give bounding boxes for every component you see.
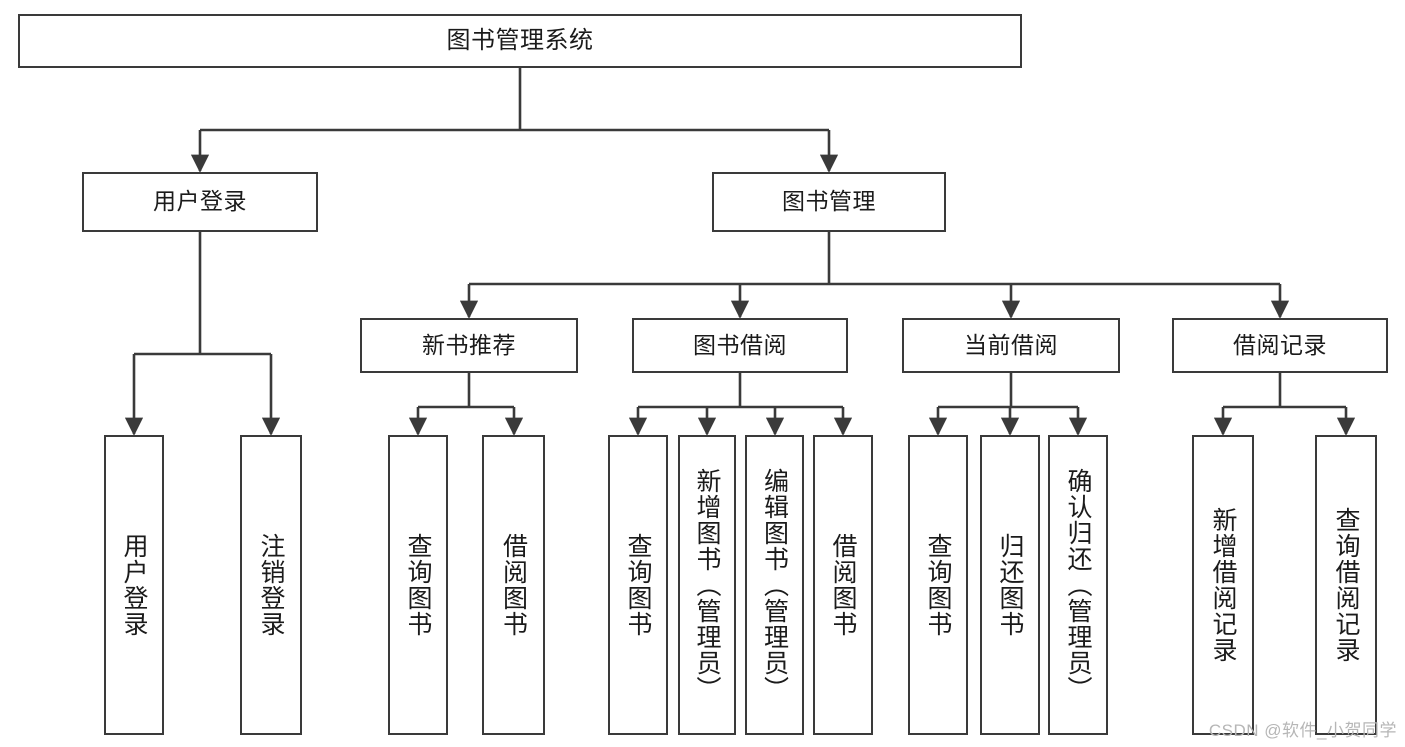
node-n_query[interactable]: 查询图书 <box>388 435 448 735</box>
node-label: 查询图书 <box>404 533 432 637</box>
node-l_login[interactable]: 用户登录 <box>104 435 164 735</box>
node-label: 查询借阅记录 <box>1332 507 1360 663</box>
node-b_borrow[interactable]: 借阅图书 <box>813 435 873 735</box>
node-label: 用户登录 <box>120 533 148 637</box>
node-label: 新增图书（管理员） <box>693 468 721 702</box>
node-label: 用户登录 <box>153 188 247 215</box>
node-c_query[interactable]: 查询图书 <box>908 435 968 735</box>
node-root[interactable]: 图书管理系统 <box>18 14 1022 68</box>
node-label: 查询图书 <box>624 533 652 637</box>
node-label: 图书管理系统 <box>446 26 594 54</box>
node-r_add[interactable]: 新增借阅记录 <box>1192 435 1254 735</box>
node-label: 借阅图书 <box>829 533 857 637</box>
node-newrec[interactable]: 新书推荐 <box>360 318 578 373</box>
node-label: 当前借阅 <box>964 331 1058 358</box>
node-n_borrow[interactable]: 借阅图书 <box>482 435 545 735</box>
watermark: CSDN @软件_小贺同学 <box>1208 721 1397 740</box>
node-label: 借阅图书 <box>499 533 528 637</box>
node-label: 图书管理 <box>782 188 876 215</box>
node-b_add[interactable]: 新增图书（管理员） <box>678 435 736 735</box>
node-login[interactable]: 用户登录 <box>82 172 318 232</box>
node-label: 新书推荐 <box>422 331 516 358</box>
node-b_edit[interactable]: 编辑图书（管理员） <box>745 435 804 735</box>
node-label: 编辑图书（管理员） <box>760 468 789 702</box>
node-label: 归还图书 <box>996 533 1024 637</box>
node-borrow[interactable]: 图书借阅 <box>632 318 848 373</box>
node-b_query[interactable]: 查询图书 <box>608 435 668 735</box>
node-c_confirm[interactable]: 确认归还（管理员） <box>1048 435 1108 735</box>
node-label: 注销登录 <box>257 533 285 637</box>
node-l_logout[interactable]: 注销登录 <box>240 435 302 735</box>
node-label: 查询图书 <box>924 533 952 637</box>
node-c_return[interactable]: 归还图书 <box>980 435 1040 735</box>
node-current[interactable]: 当前借阅 <box>902 318 1120 373</box>
node-bookmgmt[interactable]: 图书管理 <box>712 172 946 232</box>
node-label: 借阅记录 <box>1233 331 1327 358</box>
node-r_query[interactable]: 查询借阅记录 <box>1315 435 1377 735</box>
node-label: 图书借阅 <box>693 331 787 358</box>
node-records[interactable]: 借阅记录 <box>1172 318 1388 373</box>
node-label: 新增借阅记录 <box>1209 507 1237 663</box>
node-label: 确认归还（管理员） <box>1064 468 1092 702</box>
